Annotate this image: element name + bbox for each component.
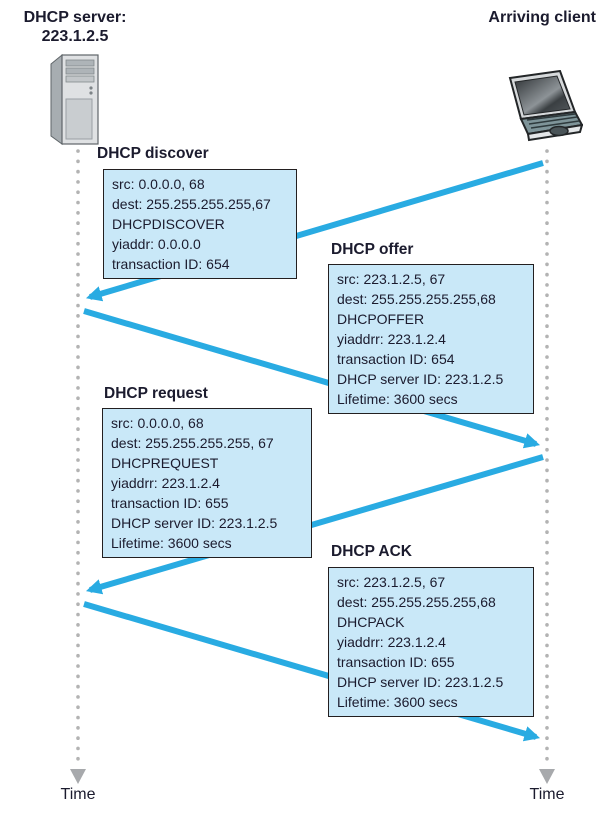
laptop-icon — [508, 70, 583, 142]
message-line: src: 0.0.0.0, 68 — [111, 415, 204, 431]
server-title: DHCP server: — [23, 9, 127, 26]
server-tower-icon — [50, 53, 99, 145]
message-line: transaction ID: 654 — [112, 256, 230, 272]
message-line: yiaddrr: 223.1.2.4 — [337, 331, 446, 347]
message-line: yiaddrr: 223.1.2.4 — [111, 475, 220, 491]
message-line: Lifetime: 3600 secs — [111, 535, 232, 551]
arrow-dhcp-offer — [83, 308, 541, 449]
message-line: DHCPREQUEST — [111, 455, 219, 471]
message-line: dest: 255.255.255.255, 67 — [111, 435, 274, 451]
dhcp-offer-box: src: 223.1.2.5, 67 dest: 255.255.255.255… — [328, 264, 534, 414]
server-header: DHCP server: 223.1.2.5 — [8, 8, 142, 46]
dhcp-request-box: src: 0.0.0.0, 68 dest: 255.255.255.255, … — [102, 408, 312, 558]
time-label-server: Time — [60, 786, 96, 803]
message-line: DHCP server ID: 223.1.2.5 — [111, 515, 278, 531]
message-line: src: 223.1.2.5, 67 — [337, 574, 446, 590]
message-line: yiaddrr: 223.1.2.4 — [337, 634, 446, 650]
message-line: Lifetime: 3600 secs — [337, 391, 458, 407]
message-line: DHCP server ID: 223.1.2.5 — [337, 371, 504, 387]
message-line: transaction ID: 654 — [337, 351, 455, 367]
message-line: transaction ID: 655 — [111, 495, 229, 511]
dhcp-ack-label: DHCP ACK — [331, 543, 412, 560]
dhcp-request-label: DHCP request — [104, 385, 208, 402]
dhcp-offer-label: DHCP offer — [331, 241, 414, 258]
message-line: DHCP server ID: 223.1.2.5 — [337, 674, 504, 690]
message-line: src: 223.1.2.5, 67 — [337, 271, 446, 287]
message-line: dest: 255.255.255.255,68 — [337, 594, 496, 610]
server-address: 223.1.2.5 — [41, 28, 109, 45]
dhcp-ack-box: src: 223.1.2.5, 67 dest: 255.255.255.255… — [328, 567, 534, 717]
client-timeline-arrowhead-icon — [539, 769, 555, 784]
message-line: src: 0.0.0.0, 68 — [112, 176, 205, 192]
message-line: Lifetime: 3600 secs — [337, 694, 458, 710]
dhcp-discover-box: src: 0.0.0.0, 68 dest: 255.255.255.255,6… — [103, 169, 297, 279]
message-line: DHCPDISCOVER — [112, 216, 225, 232]
time-label-client: Time — [529, 786, 565, 803]
server-timeline-arrowhead-icon — [70, 769, 86, 784]
message-line: dest: 255.255.255.255,67 — [112, 196, 271, 212]
message-line: yiaddr: 0.0.0.0 — [112, 236, 201, 252]
dhcp-discover-label: DHCP discover — [97, 145, 209, 162]
message-line: DHCPOFFER — [337, 311, 425, 327]
message-line: DHCPACK — [337, 614, 405, 630]
client-title: Arriving client — [488, 9, 596, 26]
message-line: transaction ID: 655 — [337, 654, 455, 670]
arrow-dhcp-request — [85, 454, 544, 595]
message-line: dest: 255.255.255.255,68 — [337, 291, 496, 307]
